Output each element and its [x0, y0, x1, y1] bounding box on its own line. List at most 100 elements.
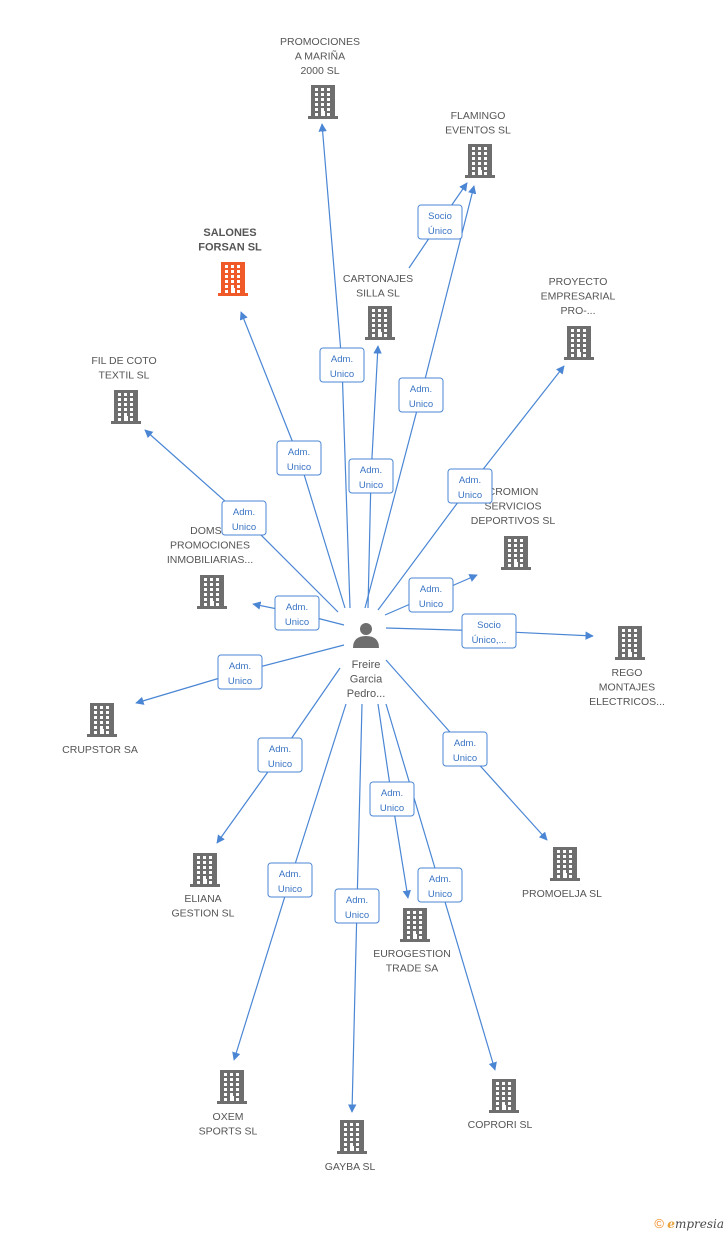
relation-badge[interactable]: Adm. Unico — [217, 654, 263, 690]
company-label-crupstor[interactable]: CRUPSTOR SA — [62, 744, 138, 756]
relation-label: Unico — [453, 753, 477, 764]
relation-badge[interactable]: Adm. Unico — [417, 867, 463, 903]
company-label-eliana-gestion[interactable]: GESTION SL — [171, 908, 234, 920]
relation-label: Socio — [477, 620, 501, 631]
relation-label: Adm. — [420, 584, 442, 595]
building-icon[interactable] — [501, 536, 531, 570]
company-label-promociones-a-marina[interactable]: A MARIÑA — [295, 50, 345, 63]
company-label-promociones-a-marina[interactable]: PROMOCIONES — [280, 36, 360, 48]
relation-label: Adm. — [229, 661, 251, 672]
footer-brand: © empresia — [654, 1216, 724, 1231]
relation-label: Socio — [428, 211, 452, 222]
relation-badge[interactable]: Adm. Unico — [447, 468, 493, 504]
building-icon[interactable] — [337, 1120, 367, 1154]
relation-label: Adm. — [410, 384, 432, 395]
relation-badge[interactable]: Adm.Unico — [267, 862, 313, 898]
building-icon[interactable] — [465, 144, 495, 178]
company-label-rego-montajes[interactable]: REGO — [612, 667, 643, 679]
brand-initial: e — [667, 1217, 675, 1231]
relation-badge[interactable]: Adm.Unico — [276, 440, 322, 476]
company-label-rego-montajes[interactable]: MONTAJES — [599, 682, 655, 694]
company-label-salones-forsan[interactable]: FORSAN SL — [198, 242, 262, 254]
company-label-cromion[interactable]: CROMION — [488, 486, 539, 498]
company-label-flamingo-eventos[interactable]: EVENTOS SL — [445, 125, 511, 137]
company-label-promociones-a-marina[interactable]: 2000 SL — [300, 65, 339, 77]
relation-label: Adm. — [346, 895, 368, 906]
relation-label: Unico — [228, 676, 252, 687]
company-label-promoelja[interactable]: PROMOELJA SL — [522, 888, 602, 900]
relation-badge[interactable]: Adm. Unico — [442, 731, 488, 767]
company-label-gayba[interactable]: GAYBA SL — [325, 1161, 376, 1173]
brand-rest: mpresia — [674, 1217, 724, 1231]
relation-label: Único — [428, 226, 452, 237]
relation-badge[interactable]: Adm.Unico — [274, 595, 320, 631]
company-label-fil-de-coto[interactable]: TEXTIL SL — [99, 370, 150, 382]
person-name-label[interactable]: Pedro... — [347, 688, 386, 700]
building-icon[interactable] — [111, 390, 141, 424]
company-label-oxem-sports[interactable]: OXEM — [213, 1111, 244, 1123]
building-icon[interactable] — [365, 306, 395, 340]
relation-label: Adm. — [279, 869, 301, 880]
person-icon[interactable] — [353, 623, 379, 648]
relation-label: Unico — [419, 599, 443, 610]
relation-label: Unico — [428, 889, 452, 900]
company-label-fil-de-coto[interactable]: FIL DE COTO — [91, 355, 156, 367]
relation-badge[interactable]: Adm. Unico — [369, 781, 415, 817]
relation-label: Unico — [359, 480, 383, 491]
building-icon[interactable] — [564, 326, 594, 360]
relation-badge[interactable]: Adm. Unico — [408, 577, 454, 613]
relation-label: Unico — [232, 522, 256, 533]
relation-label: Adm. — [459, 475, 481, 486]
company-label-proyecto-empresarial[interactable]: PROYECTO — [549, 276, 608, 288]
relation-label: Adm. — [429, 874, 451, 885]
company-label-oxem-sports[interactable]: SPORTS SL — [199, 1126, 258, 1138]
company-label-domso[interactable]: DOMSO — [190, 525, 230, 537]
buildings-layer — [87, 85, 645, 1154]
company-label-flamingo-eventos[interactable]: FLAMINGO — [451, 110, 506, 122]
brand-logo[interactable]: empresia — [667, 1217, 724, 1231]
building-icon[interactable] — [87, 703, 117, 737]
building-icon[interactable] — [218, 262, 248, 296]
building-icon[interactable] — [615, 626, 645, 660]
company-label-eurogestion[interactable]: EUROGESTION — [373, 948, 451, 960]
company-label-proyecto-empresarial[interactable]: EMPRESARIAL — [541, 291, 616, 303]
company-label-cartonajes-silla[interactable]: SILLA SL — [356, 288, 400, 300]
company-label-rego-montajes[interactable]: ELECTRICOS... — [589, 696, 665, 708]
person-name-label[interactable]: Freire — [352, 659, 381, 671]
relation-badge[interactable]: Adm.Unico — [348, 458, 394, 494]
company-label-eliana-gestion[interactable]: ELIANA — [184, 893, 221, 905]
building-icon[interactable] — [217, 1070, 247, 1104]
center-person[interactable]: FreireGarciaPedro... — [347, 623, 386, 700]
relation-badge[interactable]: Adm.Unico — [221, 500, 267, 536]
relation-label: Unico — [380, 803, 404, 814]
relation-label: Adm. — [286, 602, 308, 613]
relation-label: Adm. — [331, 354, 353, 365]
company-label-coprori[interactable]: COPRORI SL — [468, 1119, 533, 1131]
company-label-cromion[interactable]: DEPORTIVOS SL — [471, 515, 556, 527]
building-icon[interactable] — [308, 85, 338, 119]
company-label-cartonajes-silla[interactable]: CARTONAJES — [343, 273, 413, 285]
relation-label: Adm. — [381, 788, 403, 799]
relation-badge[interactable]: Adm.Unico — [398, 377, 444, 413]
company-label-domso[interactable]: PROMOCIONES — [170, 540, 250, 552]
building-icon[interactable] — [400, 908, 430, 942]
company-label-salones-forsan[interactable]: SALONES — [203, 227, 256, 239]
relation-badge[interactable]: Adm.Unico — [319, 347, 365, 383]
company-label-eurogestion[interactable]: TRADE SA — [386, 963, 439, 975]
company-label-proyecto-empresarial[interactable]: PRO-... — [560, 305, 595, 317]
building-icon[interactable] — [489, 1079, 519, 1113]
relation-badge[interactable]: Adm.Unico — [257, 737, 303, 773]
company-label-cromion[interactable]: SERVICIOS — [485, 501, 542, 513]
relation-label: Adm. — [454, 738, 476, 749]
relation-label: Unico — [345, 910, 369, 921]
building-icon[interactable] — [197, 575, 227, 609]
relation-label: Unico — [458, 490, 482, 501]
building-icon[interactable] — [550, 847, 580, 881]
company-label-domso[interactable]: INMOBILIARIAS... — [167, 554, 253, 566]
person-name-label[interactable]: Garcia — [350, 674, 383, 686]
relation-badge[interactable]: SocioÚnico,... — [461, 613, 517, 649]
building-icon[interactable] — [190, 853, 220, 887]
relation-badge[interactable]: Adm. Unico — [334, 888, 380, 924]
